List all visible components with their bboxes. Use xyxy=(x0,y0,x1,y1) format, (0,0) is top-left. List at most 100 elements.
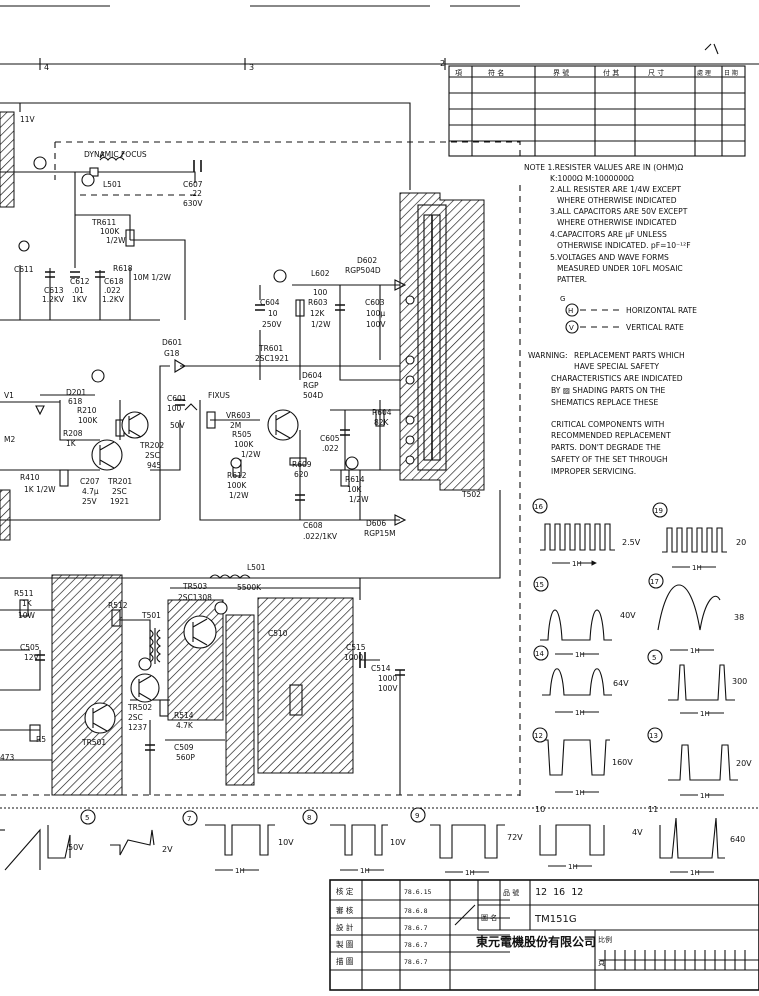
svg-text:1H: 1H xyxy=(690,869,700,877)
flyback-pin xyxy=(405,375,415,385)
label-c509: C509 xyxy=(174,743,194,752)
svg-text:300: 300 xyxy=(732,677,747,686)
pen-mark xyxy=(704,43,719,55)
tb-model: TM151G xyxy=(534,914,577,925)
svg-text:1H: 1H xyxy=(575,789,585,797)
label-c603: C603 xyxy=(365,298,385,307)
zone-number-3: 3 xyxy=(249,63,254,72)
flyback-internal xyxy=(417,204,447,471)
warning-line-8: PARTS. DON'T DEGRADE THE xyxy=(551,443,661,452)
rev-header-size: 尺 寸 xyxy=(648,68,664,77)
svg-text:40V: 40V xyxy=(620,611,636,620)
label-c613-v: 1.2KV xyxy=(42,295,65,304)
tb-date-3: 78.6.7 xyxy=(404,924,428,932)
rev-header-attached: 付 其 xyxy=(603,68,619,77)
svg-text:64V: 64V xyxy=(613,679,629,688)
label-c618-v: 1.2KV xyxy=(102,295,125,304)
label-t501: T501 xyxy=(141,611,161,620)
transistor-symbols xyxy=(84,409,299,734)
rev-header-number: 界 號 xyxy=(553,68,569,77)
tr501-shaded xyxy=(51,574,123,796)
note-line-9: 5.VOLTAGES AND WAVE FORMS xyxy=(550,253,669,262)
label-r5: R5 xyxy=(36,735,46,744)
label-d604-val2: 504D xyxy=(303,391,323,400)
label-c604-v: 250V xyxy=(262,320,282,329)
label-tr201-val: 2SC xyxy=(112,487,127,496)
warning-line-6: CRITICAL COMPONENTS WITH xyxy=(551,420,664,429)
test-point-a xyxy=(345,456,359,470)
label-d606: D606 xyxy=(366,519,386,528)
svg-text:20: 20 xyxy=(736,538,746,547)
horizontal-rate-label: HORIZONTAL RATE xyxy=(626,306,697,315)
label-c514-v: 100V xyxy=(378,684,398,693)
component-labels: DYNAMIC FOCUS L501 C607 .22 630V TR611 1… xyxy=(0,115,481,762)
svg-text:1H: 1H xyxy=(360,867,370,875)
warning-line-9: SAFETY OF THE SET THROUGH xyxy=(551,455,668,464)
transformer-t501 xyxy=(149,628,161,664)
note-line-6: WHERE OTHERWISE INDICATED xyxy=(557,218,677,227)
svg-text:10V: 10V xyxy=(278,838,294,847)
label-c607: C607 xyxy=(183,180,203,189)
label-c608: C608 xyxy=(303,521,323,530)
svg-text:72V: 72V xyxy=(507,833,523,842)
label-c612-val: .01 xyxy=(72,286,84,295)
test-point-h xyxy=(91,369,105,383)
svg-text:1H: 1H xyxy=(692,564,702,572)
label-tr502: TR502 xyxy=(127,703,152,712)
svg-text:38: 38 xyxy=(734,613,744,622)
label-c603-v: 100V xyxy=(366,320,386,329)
label-v1: V1 xyxy=(4,391,14,400)
svg-text:1H: 1H xyxy=(465,869,475,877)
waveform-sawtooth xyxy=(0,828,41,871)
svg-text:19: 19 xyxy=(654,507,663,515)
label-c607-val: .22 xyxy=(190,189,202,198)
tb-part-no-label: 品 號 xyxy=(503,888,519,897)
svg-text:1H: 1H xyxy=(572,560,582,568)
flyback-pin xyxy=(405,455,415,465)
tb-drawing-name-label: 圖 名 xyxy=(481,913,497,922)
label-c604-val: 10 xyxy=(268,309,278,318)
label-c607-v: 630V xyxy=(183,199,203,208)
waveform-5b: 5 1H 300 xyxy=(647,649,747,718)
label-tr201: TR201 xyxy=(107,477,132,486)
tb-row-draw: 製 圖 xyxy=(336,939,353,949)
label-r505: R505 xyxy=(232,430,252,439)
label-tr611: TR611 xyxy=(91,218,116,227)
label-c207-v: 25V xyxy=(82,497,98,506)
label-d602: D602 xyxy=(357,256,377,265)
label-r614-val: 10K xyxy=(347,485,363,494)
svg-text:1H: 1H xyxy=(568,863,578,871)
warning-line-1: REPLACEMENT PARTS WHICH xyxy=(574,351,685,360)
label-r514-val: 4.7K xyxy=(176,721,194,730)
label-r603-val: 12K xyxy=(310,309,326,318)
label-l602-val: 100 xyxy=(313,288,328,297)
waveform-panel: 16 1H 2.5V 19 1H 20 15 1H 40V 17 xyxy=(0,498,759,877)
label-d201: D201 xyxy=(66,388,86,397)
label-r511-w: 10W xyxy=(18,611,36,620)
svg-text:16: 16 xyxy=(534,503,543,511)
label-tr202-val2: 945 xyxy=(147,461,162,470)
label-r618-val: 10M 1/2W xyxy=(133,273,171,282)
waveform-10: 10 1H 4V xyxy=(535,805,643,871)
tb-date-2: 78.6.8 xyxy=(404,907,428,915)
svg-text:V: V xyxy=(569,324,574,332)
label-r208: R208 xyxy=(63,429,83,438)
svg-text:17: 17 xyxy=(650,578,659,586)
label-c612: C612 xyxy=(70,277,90,286)
label-r614-w: 1/2W xyxy=(349,495,369,504)
diode-symbols xyxy=(35,279,407,526)
label-r604-val: 82K xyxy=(374,418,390,427)
svg-text:10: 10 xyxy=(535,805,545,814)
warning-block: WARNING: REPLACEMENT PARTS WHICH HAVE SP… xyxy=(528,351,685,476)
transistor-tr503 xyxy=(183,615,217,649)
svg-text:5: 5 xyxy=(652,654,656,662)
label-tr202: TR202 xyxy=(139,441,164,450)
warning-line-2: HAVE SPECIAL SAFETY xyxy=(574,362,659,371)
note-line-7: 4.CAPACITORS ARE μF UNLESS xyxy=(550,230,667,239)
label-r410: R410 xyxy=(20,473,40,482)
title-block xyxy=(329,879,759,991)
tb-date-5: 78.6.7 xyxy=(404,958,428,966)
label-r505-w: 1/2W xyxy=(241,450,261,459)
svg-text:10V: 10V xyxy=(390,838,406,847)
